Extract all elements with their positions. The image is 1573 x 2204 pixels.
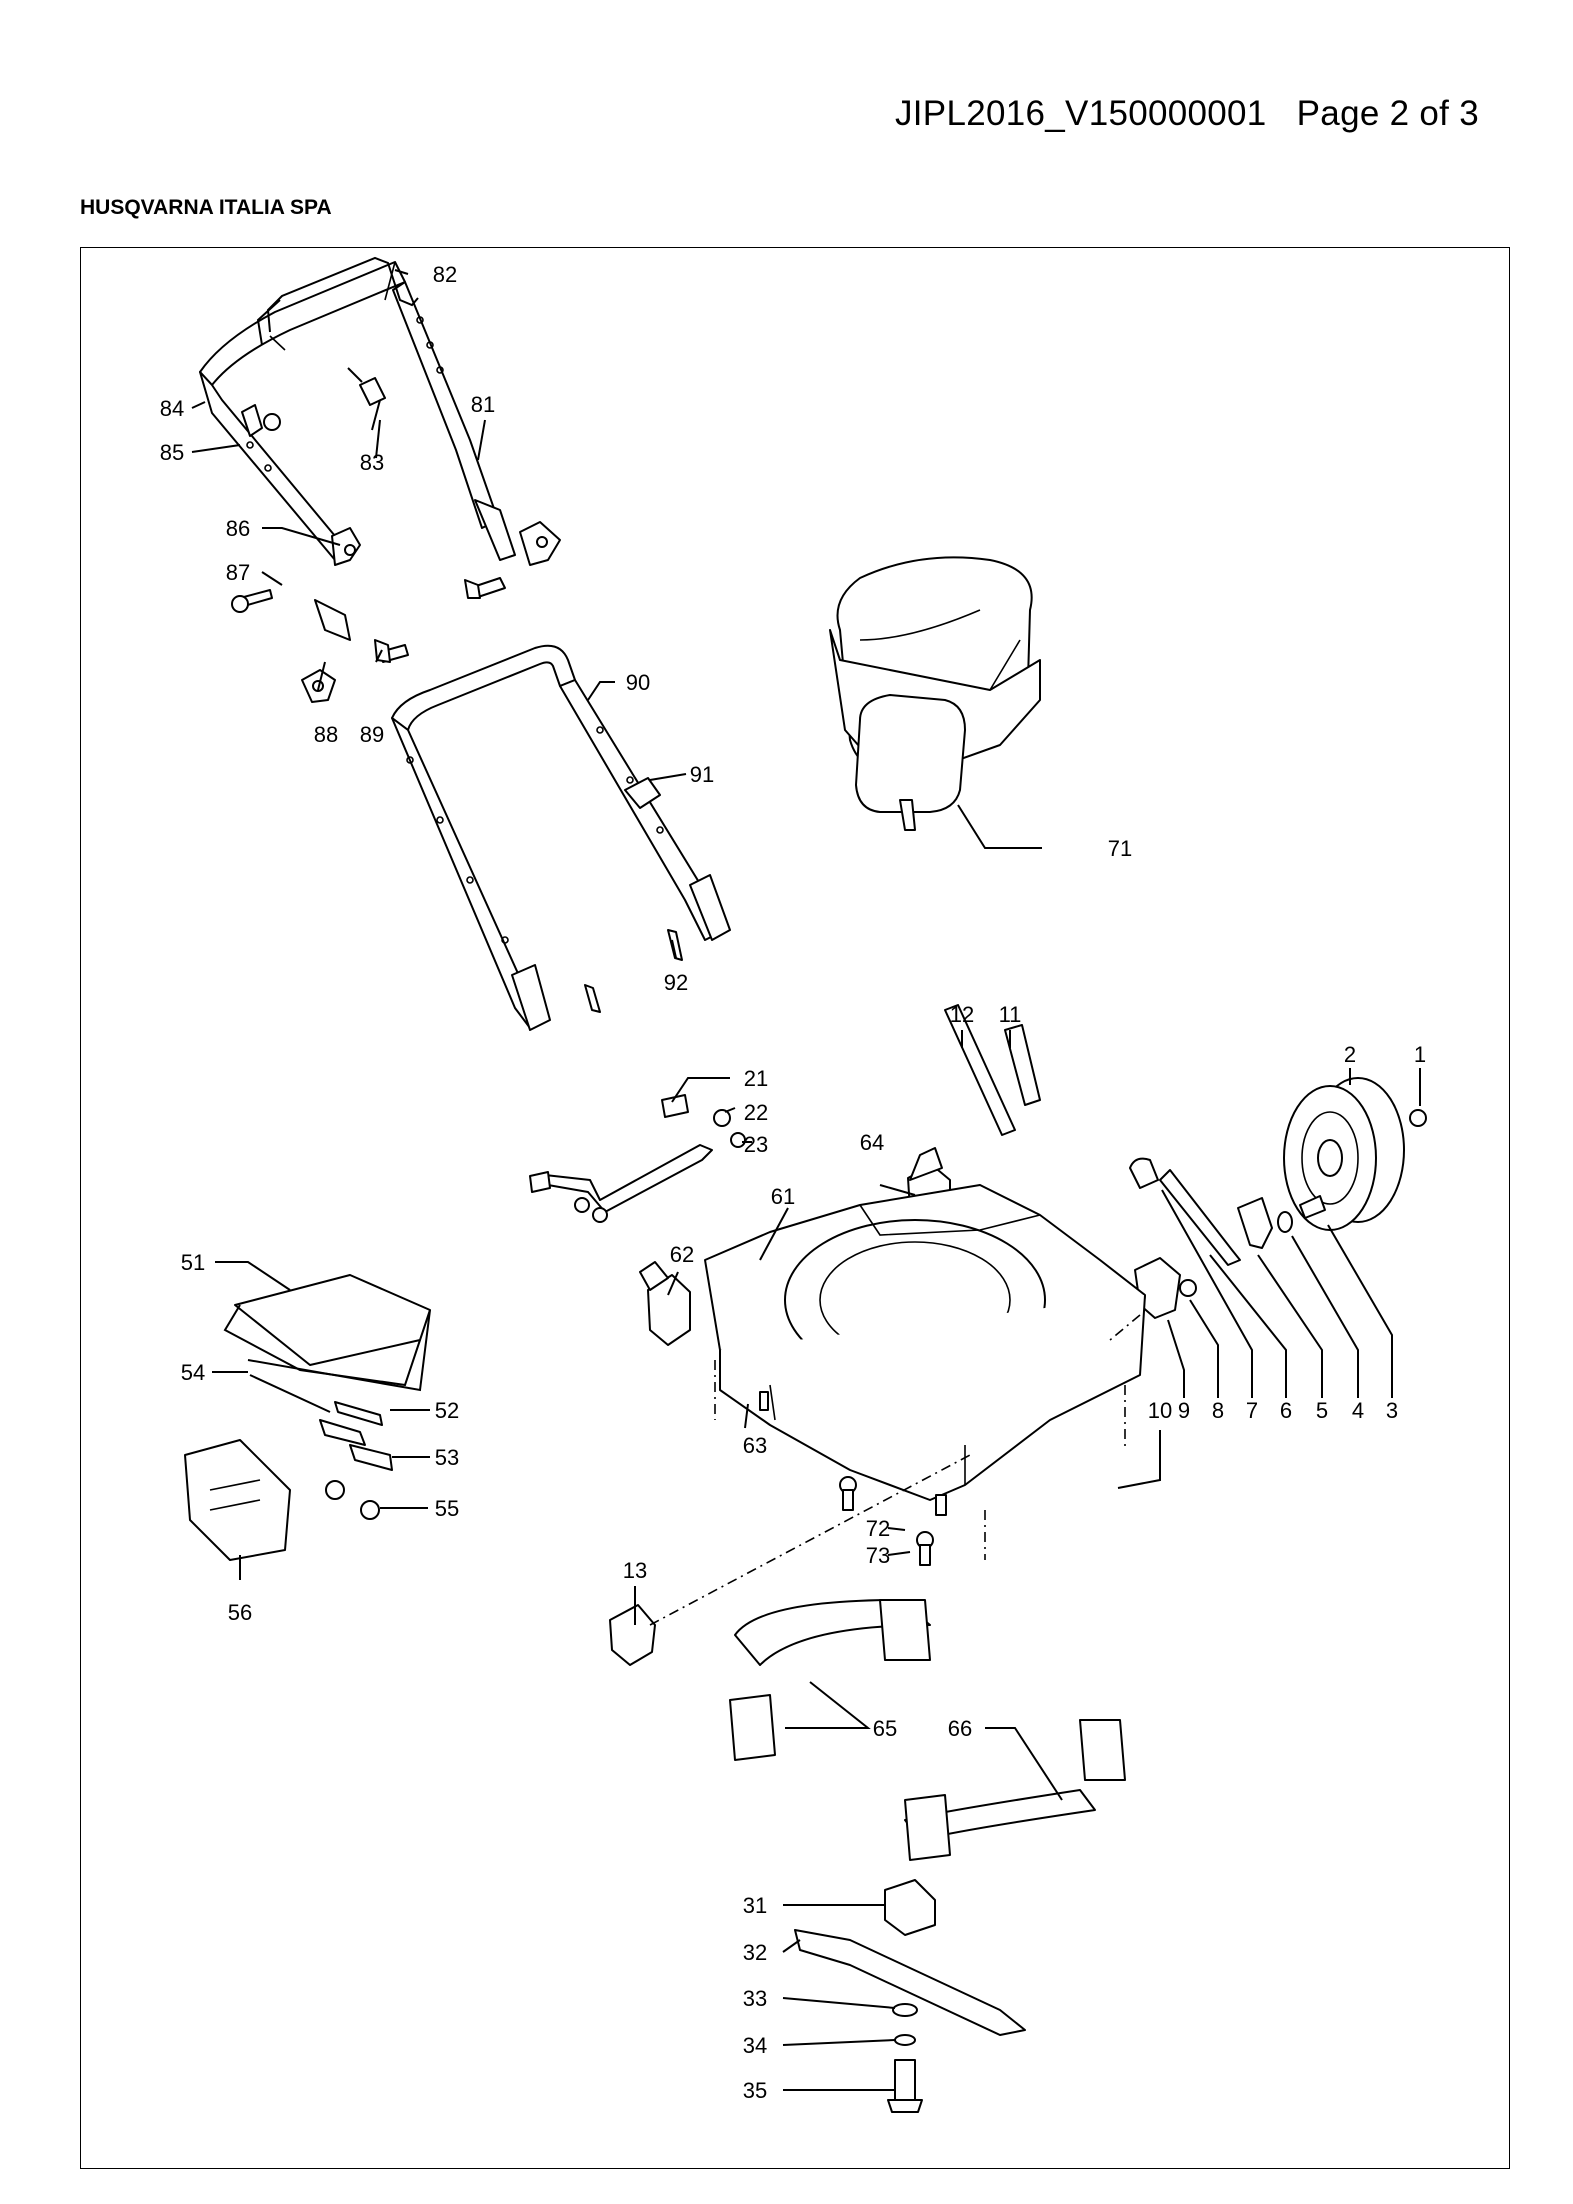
- diagram-frame: [80, 247, 1510, 2169]
- document-id: JIPL2016_V150000001: [894, 94, 1267, 133]
- company-name: HUSQVARNA ITALIA SPA: [80, 196, 332, 219]
- page-number: Page 2 of 3: [1296, 94, 1479, 133]
- document-header: JIPL2016_V150000001 Page 2 of 3: [895, 94, 1479, 134]
